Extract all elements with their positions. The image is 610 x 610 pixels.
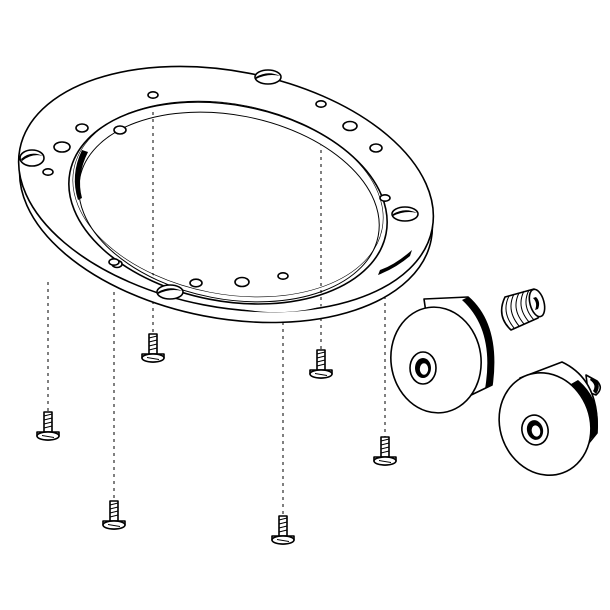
ring-edge-shadow [378, 250, 412, 275]
round-spacer-bushing-2 [498, 361, 602, 477]
small-screw-holes [42, 91, 391, 280]
adapter-ring [17, 65, 435, 324]
ring-top-face [17, 65, 435, 313]
countersunk-screw-6 [271, 515, 295, 545]
ring-bore-shadow [74, 150, 88, 200]
ring-inner-chamfer [72, 100, 384, 298]
large-hole-left [19, 149, 45, 167]
large-hole-bottom [156, 284, 184, 300]
large-hole-right [391, 206, 419, 222]
threaded-set-screw [500, 288, 546, 331]
round-spacer-bushing-1 [390, 296, 495, 414]
countersunk-screw-2 [309, 349, 333, 379]
countersunk-screw-3 [36, 411, 60, 441]
ring-inner-bore [68, 101, 388, 305]
large-hole-top [254, 69, 282, 85]
countersunk-screw-1 [141, 333, 165, 363]
countersunk-screw-4 [373, 436, 397, 466]
countersunk-screw-5 [102, 500, 126, 530]
